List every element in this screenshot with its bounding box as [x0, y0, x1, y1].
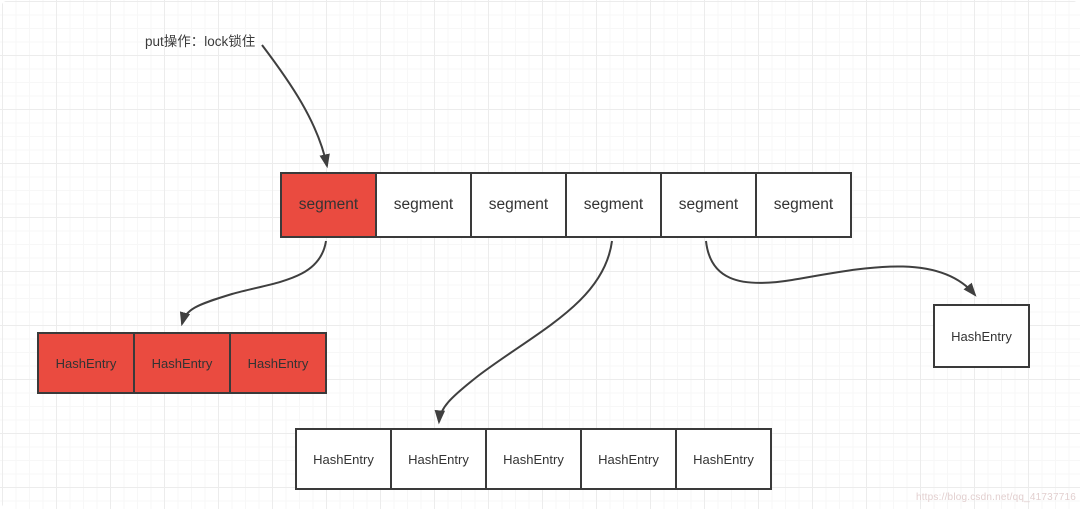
put-lock-annotation: put操作：lock锁住 [145, 34, 256, 49]
hashentry-cell: HashEntry [580, 428, 677, 490]
hashentry-cell: HashEntry [295, 428, 392, 490]
segment-cell: segment [375, 172, 472, 238]
hashentry-cell: HashEntry [933, 304, 1030, 368]
hashentry-cell-highlighted: HashEntry [229, 332, 327, 394]
watermark: https://blog.csdn.net/qq_41737716 [915, 492, 1076, 503]
arrow-annotation-to-segment [261, 44, 330, 169]
segment-cell: segment [660, 172, 757, 238]
segment-array: segment segment segment segment segment … [280, 172, 852, 238]
hashentry-cell-highlighted: HashEntry [37, 332, 135, 394]
arrow-segment5-to-right-box [705, 240, 977, 297]
segment-cell: segment [755, 172, 852, 238]
segment-cell: segment [565, 172, 662, 238]
hashentry-single-right: HashEntry [933, 304, 1030, 368]
arrow-segment4-to-bottom-row [434, 240, 613, 425]
hashentry-row-left-red: HashEntry HashEntry HashEntry [37, 332, 327, 394]
hashentry-cell: HashEntry [675, 428, 772, 490]
arrow-segment1-to-red-row [179, 240, 327, 327]
segment-cell-highlighted: segment [280, 172, 377, 238]
hashentry-cell: HashEntry [485, 428, 582, 490]
hashentry-row-bottom: HashEntry HashEntry HashEntry HashEntry … [295, 428, 772, 490]
segment-cell: segment [470, 172, 567, 238]
hashentry-cell: HashEntry [390, 428, 487, 490]
hashentry-cell-highlighted: HashEntry [133, 332, 231, 394]
